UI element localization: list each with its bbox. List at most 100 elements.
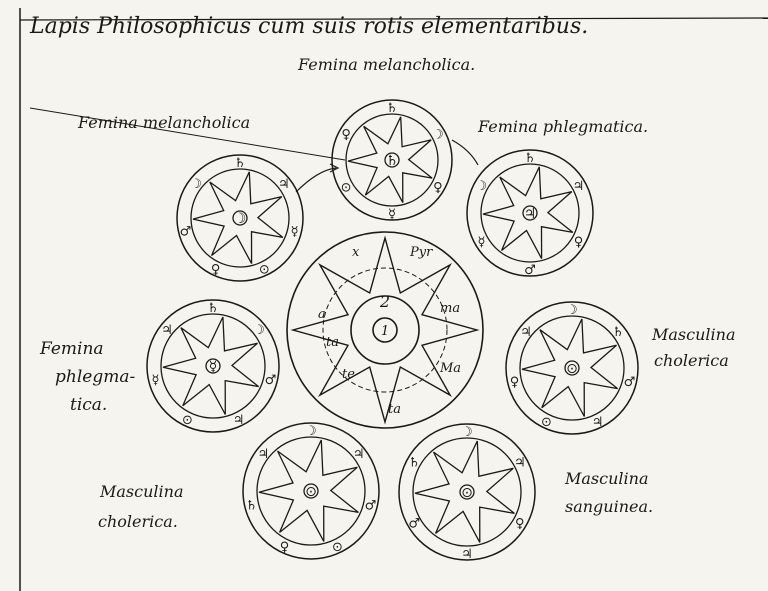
central-wheel-core [372, 317, 398, 343]
wheel-hub [384, 152, 400, 168]
planet-sign-icon: ♄ [246, 499, 258, 514]
wheel-outer-ring [398, 423, 536, 561]
wheel-center-sign: ⊙ [566, 361, 578, 377]
planet-sign-icon: ♄ [207, 301, 219, 316]
wheel-outer-ring [331, 99, 453, 221]
planet-sign-icon: ☽ [476, 179, 488, 194]
wheel-top: ♄♄☽♀☿⊙♀ [331, 99, 453, 222]
planet-sign-icon: ⊙ [541, 415, 552, 430]
planet-sign-icon: ☿ [291, 225, 299, 240]
planet-sign-icon: ♀ [515, 517, 525, 532]
label-upper-right: Femina phlegmatica. [477, 117, 648, 136]
wheel-star [192, 171, 284, 264]
title: Lapis Philosophicus cum suis rotis eleme… [29, 14, 588, 39]
wheel-inner-ring [190, 168, 290, 268]
wheel-hub [232, 210, 248, 226]
wheel-center-sign: ☿ [209, 359, 218, 375]
planet-sign-icon: ♂ [180, 225, 192, 240]
label-right-line-1: Masculina [651, 325, 735, 344]
planet-sign-icon: ♃ [514, 456, 526, 471]
planet-sign-icon: ☿ [478, 235, 486, 250]
top-rule-line [19, 17, 768, 21]
arrow-top-to-upper-right [451, 139, 479, 166]
planet-sign-icon: ☽ [253, 323, 265, 338]
label-left-line-1: Femina [39, 339, 104, 359]
wheel-star [482, 166, 574, 259]
wheel-star [258, 439, 359, 542]
label-left-line-3: tica. [70, 395, 107, 415]
wheel-inner-ring [480, 163, 580, 263]
planet-sign-icon: ♃ [161, 323, 173, 338]
planet-sign-icon: ♃ [461, 547, 473, 562]
ring-letter-6: ta [388, 402, 401, 417]
diagonal-stroke [29, 107, 346, 161]
wheel-outer-ring [505, 301, 639, 435]
planet-sign-icon: ☽ [566, 303, 578, 318]
planet-sign-icon: ⊙ [341, 181, 352, 196]
central-wheel-outer-ring [286, 231, 484, 429]
wheel-star [414, 440, 515, 543]
wheel-inner-ring [412, 437, 522, 547]
wheel-star [162, 316, 260, 415]
wheel-lower-right: ⊙☽♃♀♃♂♄ [398, 423, 536, 562]
label-left-line-2: phlegma- [55, 367, 135, 387]
wheel-star [347, 116, 433, 203]
wheel-center-sign: ♃ [524, 206, 537, 222]
wheel-hub [522, 205, 538, 221]
wheel-star [521, 318, 619, 417]
ring-letter-8: ta [326, 335, 339, 350]
wheel-inner-ring [519, 315, 625, 421]
planet-sign-icon: ♂ [408, 517, 420, 532]
central-wheel-star [290, 235, 480, 425]
planet-sign-icon: ☿ [152, 373, 160, 388]
planet-sign-icon: ☽ [432, 128, 444, 143]
ring-letter-1: x [352, 245, 360, 260]
planet-sign-icon: ♀ [211, 263, 221, 278]
wheel-left: ☿♄☽♂♃⊙☿♃ [146, 299, 280, 433]
wheel-right: ⊙☽♄♂♃⊙♀♃ [505, 301, 639, 435]
wheel-outer-ring [176, 154, 304, 282]
wheel-inner-ring [345, 113, 439, 207]
wheel-center-sign: ⊙ [461, 485, 473, 501]
wheel-lower-left: ⊙☽♃♂⊙♀♄♃ [242, 422, 380, 560]
planet-sign-icon: ♃ [573, 179, 585, 194]
planet-sign-icon: ♀ [510, 375, 520, 390]
label-lower-right-line-1: Masculina [564, 469, 648, 488]
wheel-outer-ring [146, 299, 280, 433]
wheel-hub [303, 483, 319, 499]
planet-sign-icon: ♂ [524, 263, 536, 278]
wheel-inner-ring [256, 436, 366, 546]
planet-sign-icon: ♄ [408, 456, 420, 471]
planet-sign-icon: ♃ [233, 413, 245, 428]
central-core-number: 1 [381, 324, 389, 339]
planet-sign-icon: ♃ [257, 447, 269, 462]
arrow-head-1 [329, 163, 340, 173]
arrow-upper-left-to-top [295, 167, 337, 193]
wheel-center-sign: ⊙ [305, 484, 317, 500]
label-right-line-2: cholerica [654, 351, 729, 370]
ring-letter-3: Pyr [409, 245, 433, 260]
planet-sign-icon: ♃ [592, 415, 604, 430]
label-top: Femina melancholica. [297, 55, 475, 74]
wheel-hub [205, 358, 221, 374]
planet-sign-icon: ♀ [433, 181, 443, 196]
ring-letter-4: ma [440, 301, 460, 316]
planet-sign-icon: ♀ [574, 235, 584, 250]
planet-sign-icon: ☿ [388, 207, 396, 222]
planet-sign-icon: ♀ [280, 540, 290, 555]
wheel-outer-ring [242, 422, 380, 560]
central-number: 2 [379, 292, 390, 311]
central-wheel: 2 1 x a Pyr ma Ma ta te ta [286, 231, 484, 429]
label-lower-right-line-2: sanguinea. [565, 497, 653, 516]
wheel-outer-ring [466, 149, 594, 277]
planet-sign-icon: ⊙ [332, 540, 343, 555]
planet-sign-icon: ☽ [305, 424, 317, 439]
wheel-center-sign: ☽ [234, 211, 247, 227]
planet-sign-icon: ⊙ [259, 263, 270, 278]
planet-sign-icon: ♂ [265, 373, 277, 388]
planet-sign-icon: ♀ [341, 128, 351, 143]
planet-sign-icon: ☽ [190, 177, 202, 192]
planet-sign-icon: ♄ [524, 151, 536, 166]
wheel-inner-ring [160, 313, 266, 419]
